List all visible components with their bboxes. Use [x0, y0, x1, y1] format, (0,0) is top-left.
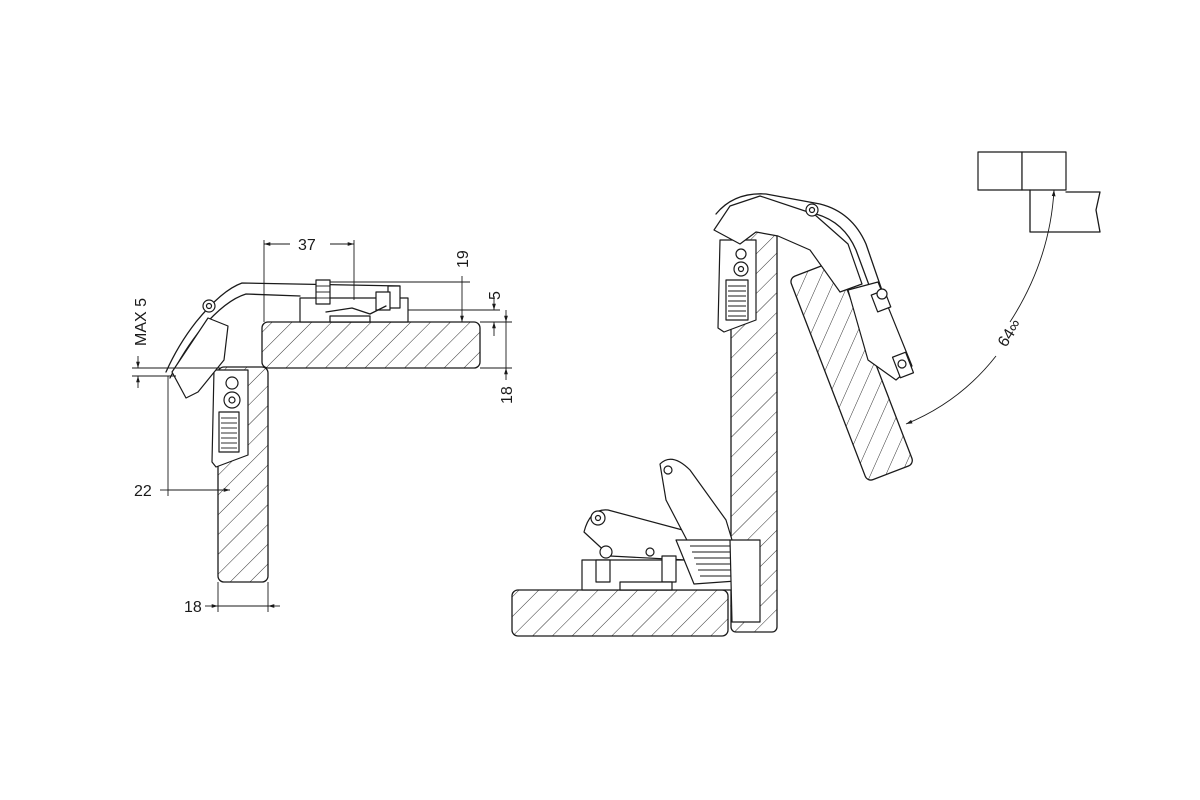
door-panel-bottom	[511, 589, 729, 637]
angle-arc: 64∞	[905, 189, 1056, 425]
mounting-plate-top	[717, 239, 757, 333]
dim-18-right: 18	[480, 310, 516, 404]
dim-19-label: 19	[455, 250, 472, 268]
hinge-arm-left	[165, 282, 401, 399]
hinge-cup-left	[299, 279, 409, 323]
dim-max5-label: MAX 5	[133, 298, 150, 346]
dim-18-right-label: 18	[499, 386, 516, 404]
dim-22: 22	[134, 376, 230, 500]
hinge-arm-top	[713, 193, 915, 381]
dim-37: 37	[263, 237, 355, 322]
dim-18-bottom: 18	[184, 582, 280, 616]
hinge-mechanism-bottom	[581, 458, 761, 623]
closed-hinge-view: 37 19 5 18 MAX	[132, 237, 516, 616]
dim-max5: MAX 5	[132, 298, 220, 388]
open-hinge-view: 64∞	[511, 151, 1101, 637]
reference-block	[977, 151, 1101, 233]
dim-18-bottom-label: 18	[184, 599, 202, 616]
dim-5-label: 5	[487, 291, 504, 300]
dim-37-label: 37	[298, 237, 316, 254]
dim-19: 19	[330, 250, 472, 322]
dim-22-label: 22	[134, 483, 152, 500]
door-panel-left	[261, 321, 481, 369]
dim-5: 5	[408, 291, 504, 336]
mounting-plate-left	[211, 369, 249, 468]
angle-label: 64∞	[995, 316, 1025, 350]
